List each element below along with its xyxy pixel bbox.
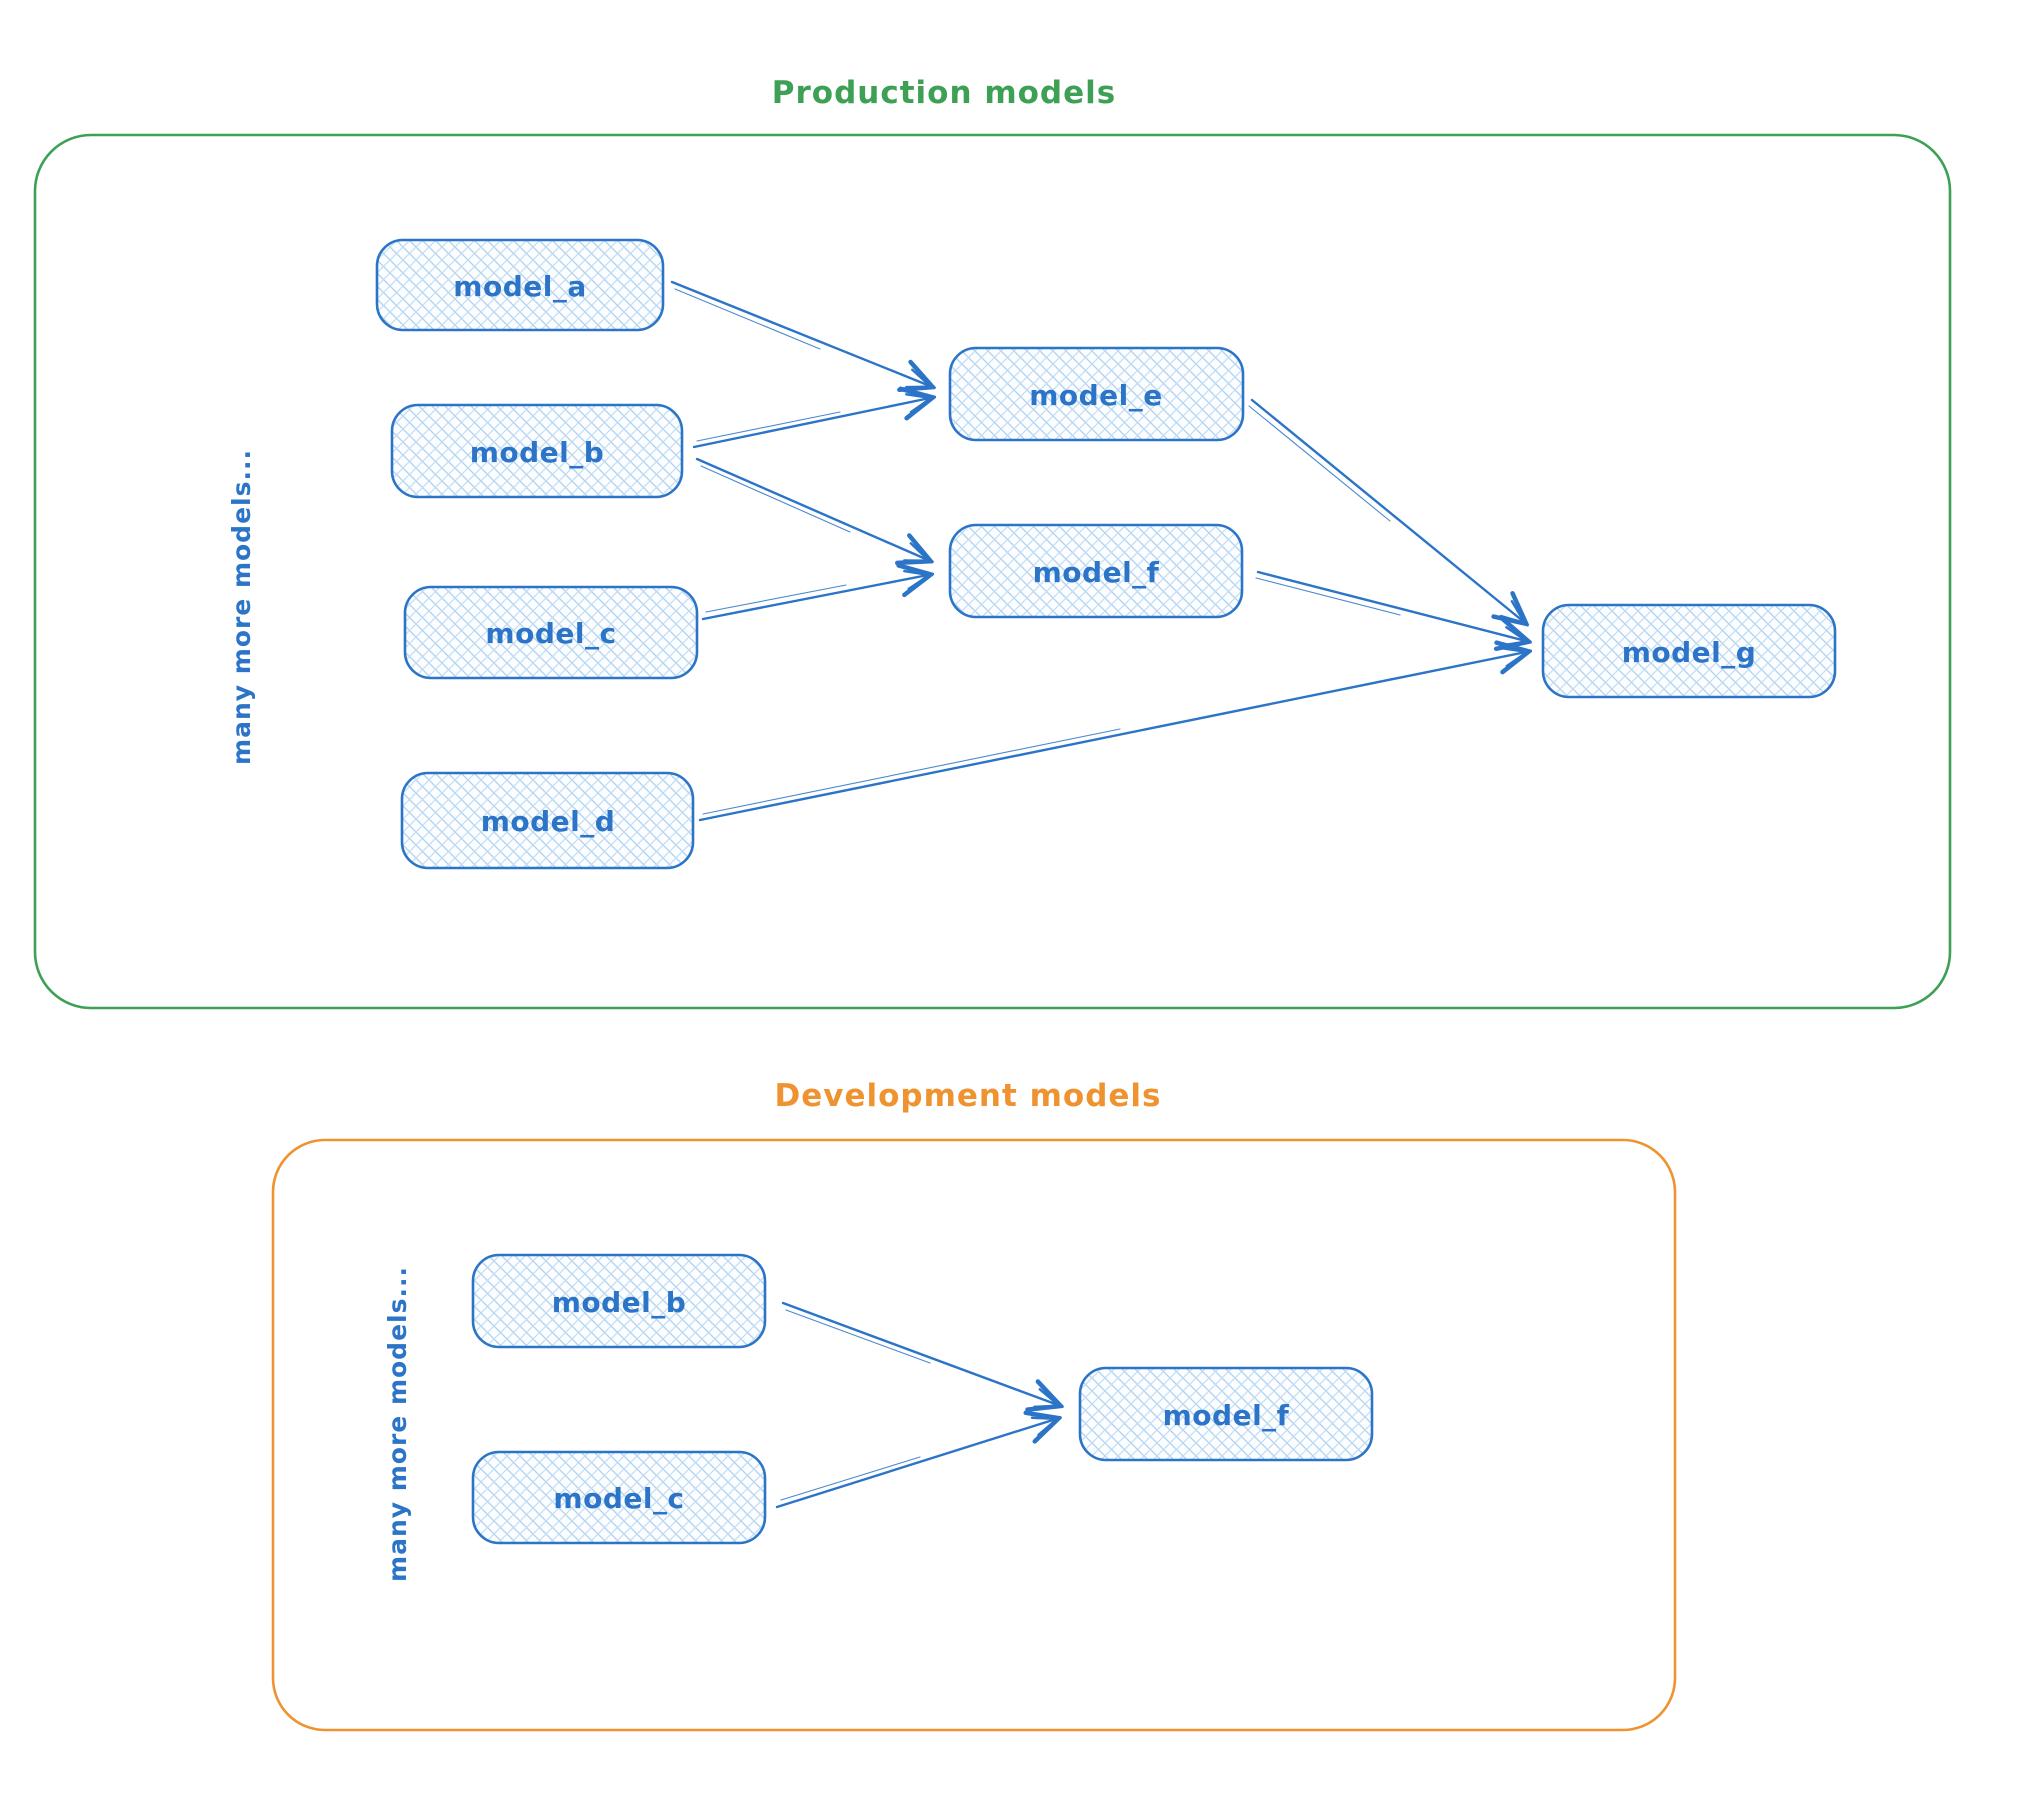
- node-box: [390, 403, 684, 499]
- production-node-model-e: model_e: [948, 346, 1245, 442]
- production-edges: [670, 280, 1526, 822]
- node-label: model_c: [553, 1482, 684, 1515]
- edge-model-c-to-model-f: [701, 575, 928, 621]
- node-label: model_c: [485, 617, 616, 650]
- development-side-label: many more models...: [383, 1266, 412, 1582]
- development-section: Development models many more models... m…: [271, 1078, 1677, 1732]
- development-node-model-f: model_f: [1078, 1366, 1374, 1462]
- node-label: model_b: [552, 1286, 687, 1319]
- production-node-model-b: model_b: [390, 403, 684, 499]
- node-box: [1078, 1366, 1374, 1462]
- edge-model-f-to-model-g: [1255, 570, 1526, 641]
- node-box: [1541, 603, 1837, 699]
- node-label: model_e: [1029, 379, 1163, 412]
- development-edges: [775, 1301, 1058, 1509]
- production-node-model-d: model_d: [400, 771, 695, 870]
- node-box: [375, 238, 665, 332]
- edge-model-b-to-model-f: [695, 457, 928, 560]
- edge-model-b-to-model-e: [692, 398, 930, 449]
- production-container: [33, 133, 1952, 1010]
- edge-dev-model-b-to-model-f: [781, 1301, 1058, 1405]
- node-label: model_f: [1033, 556, 1160, 589]
- production-node-model-f: model_f: [948, 523, 1244, 619]
- node-label: model_f: [1163, 1399, 1290, 1432]
- node-label: model_b: [470, 436, 605, 469]
- development-node-model-c: model_c: [471, 1450, 767, 1545]
- production-node-model-g: model_g: [1541, 603, 1837, 699]
- development-node-model-b: model_b: [471, 1253, 767, 1349]
- development-title: Development models: [774, 1078, 1161, 1114]
- production-side-label: many more models...: [227, 449, 256, 765]
- node-box: [948, 346, 1245, 442]
- node-box: [400, 771, 695, 870]
- node-box: [471, 1450, 767, 1545]
- node-label: model_a: [453, 270, 586, 303]
- node-label: model_d: [481, 805, 616, 838]
- node-box: [471, 1253, 767, 1349]
- edge-model-d-to-model-g: [698, 652, 1526, 822]
- production-node-model-c: model_c: [403, 585, 699, 680]
- development-container: [271, 1138, 1677, 1732]
- production-title: Production models: [772, 75, 1116, 111]
- edge-model-a-to-model-e: [670, 280, 930, 386]
- node-box: [948, 523, 1244, 619]
- edge-dev-model-c-to-model-f: [775, 1419, 1056, 1509]
- node-label: model_g: [1622, 636, 1757, 669]
- edge-model-e-to-model-g: [1248, 398, 1524, 622]
- production-node-model-a: model_a: [375, 238, 665, 332]
- production-section: Production models many more models...: [33, 75, 1952, 1010]
- node-box: [403, 585, 699, 680]
